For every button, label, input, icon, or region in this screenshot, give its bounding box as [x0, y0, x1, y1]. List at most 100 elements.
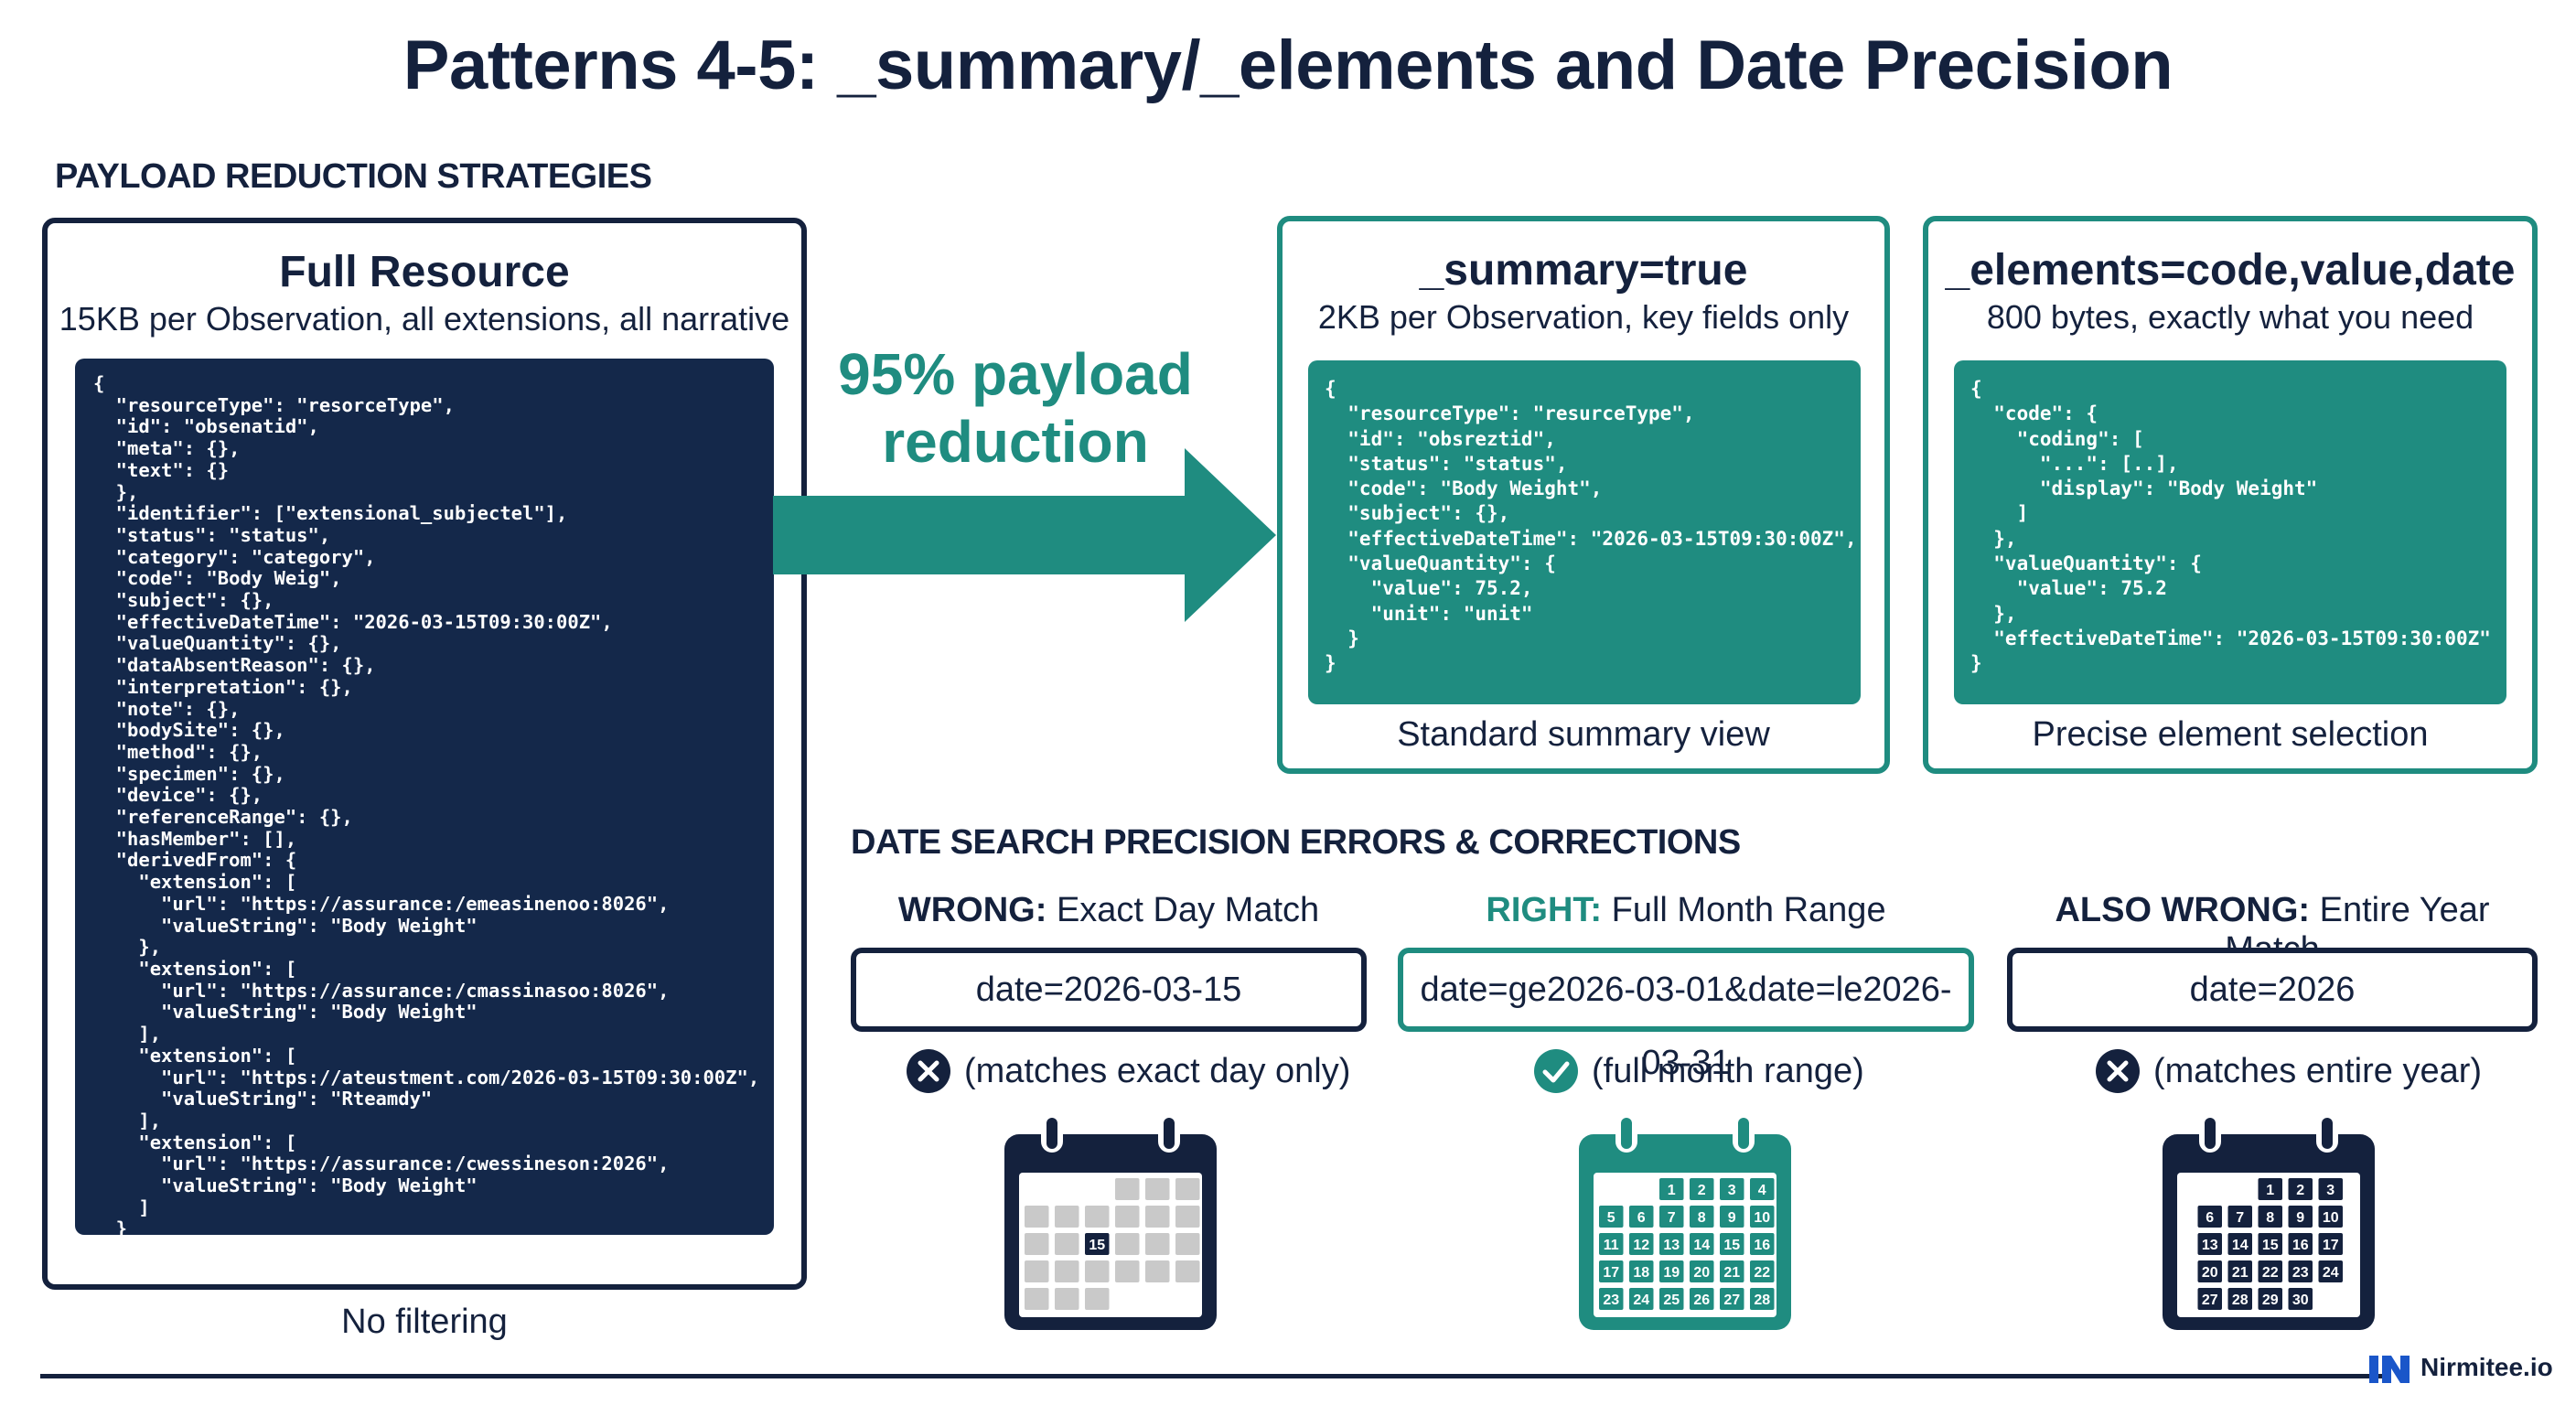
- right-month-prefix: RIGHT:: [1486, 891, 1603, 929]
- calendar-year-day: [2288, 1206, 2313, 1228]
- calendar-grey-cell: [1025, 1233, 1049, 1255]
- calendar-month-day-label: 17: [1603, 1265, 1619, 1281]
- calendar-grey-cell: [1115, 1178, 1140, 1200]
- calendar-grey-cell: [1145, 1206, 1170, 1228]
- calendar-year-day-label: 3: [2326, 1183, 2334, 1198]
- calendar-month-day-label: 5: [1607, 1210, 1615, 1226]
- calendar-month-day-label: 6: [1637, 1210, 1646, 1226]
- calendar-month-day-label: 23: [1603, 1292, 1619, 1308]
- calendar-year-day: [2258, 1233, 2282, 1255]
- calendar-grey-cell: [1055, 1206, 1079, 1228]
- full-resource-caption: No filtering: [341, 1303, 508, 1341]
- calendar-month-day-label: 26: [1693, 1292, 1710, 1308]
- calendar-year-day: [2288, 1260, 2313, 1282]
- calendar-year-day-label: 22: [2262, 1265, 2279, 1281]
- calendar-month-day: [1659, 1206, 1684, 1228]
- calendar-year-day: [2227, 1206, 2252, 1228]
- brand-logo: Nirmitee.io: [2369, 1352, 2553, 1383]
- calendar-month-day: [1629, 1288, 1654, 1310]
- full-resource-title: Full Resource: [279, 248, 570, 296]
- calendar-month-day: [1629, 1260, 1654, 1282]
- calendar-year-day-label: 7: [2236, 1210, 2244, 1226]
- calendar-month-day: [1659, 1288, 1684, 1310]
- reduction-arrow-icon: [773, 448, 1276, 622]
- calendar-month-day: [1659, 1233, 1684, 1255]
- calendar-year-day-label: 20: [2202, 1265, 2218, 1281]
- nirmitee-logo-icon: [2369, 1356, 2410, 1383]
- elements-caption: Precise element selection: [2032, 715, 2429, 754]
- full-resource-subtitle: 15KB per Observation, all extensions, al…: [59, 300, 790, 338]
- cal-year-ring-inner-1: [2322, 1118, 2333, 1149]
- calendar-month-day-label: 3: [1728, 1183, 1736, 1198]
- calendar-year-day-label: 9: [2296, 1210, 2304, 1226]
- query-full-year: date=2026: [2007, 948, 2538, 1032]
- calendar-year-day: [2288, 1233, 2313, 1255]
- calendar-grey-cell: [1175, 1206, 1200, 1228]
- query-full-month: date=ge2026-03-01&date=le2026-03-31: [1398, 948, 1974, 1082]
- calendar-month-day: [1750, 1206, 1775, 1228]
- calendar-year-day: [2227, 1288, 2252, 1310]
- full-resource-panel: Full Resource 15KB per Observation, all …: [42, 218, 807, 1290]
- cal-exact-ring-inner-0: [1046, 1118, 1057, 1149]
- elements-code: { "code": { "coding": [ "...": [..], "di…: [1954, 360, 2506, 704]
- calendar-year-day: [2288, 1178, 2313, 1200]
- calendar-month-day: [1720, 1233, 1744, 1255]
- calendar-month-day: [1720, 1260, 1744, 1282]
- calendar-year-day: [2197, 1288, 2222, 1310]
- calendar-month-day: [1750, 1178, 1775, 1200]
- page-title: Patterns 4-5: _summary/_elements and Dat…: [402, 27, 2174, 104]
- calendar-grey-cell: [1115, 1260, 1140, 1282]
- calendar-grey-cell: [1175, 1233, 1200, 1255]
- calendar-month-day-label: 11: [1604, 1238, 1619, 1253]
- calendar-month-day-label: 25: [1663, 1292, 1680, 1308]
- calendar-month-day-label: 28: [1754, 1292, 1770, 1308]
- calendar-year-day: [2318, 1233, 2343, 1255]
- calendar-month-day-label: 20: [1693, 1265, 1710, 1281]
- calendar-month-day: [1750, 1260, 1775, 1282]
- calendar-month-day-label: 13: [1663, 1238, 1680, 1253]
- full-month-verdict-text: (full month range): [1592, 1051, 1864, 1090]
- calendar-month-day: [1659, 1260, 1684, 1282]
- elements-subtitle: 800 bytes, exactly what you need: [1986, 298, 2474, 336]
- calendar-month-day-label: 24: [1633, 1292, 1649, 1308]
- x-circle-icon: [2096, 1049, 2140, 1093]
- summary-panel: _summary=true 2KB per Observation, key f…: [1277, 216, 1890, 774]
- calendar-month-day-label: 7: [1668, 1210, 1676, 1226]
- calendar-year-day-label: 8: [2266, 1210, 2274, 1226]
- calendar-year-day: [2288, 1288, 2313, 1310]
- calendar-year-day-label: 6: [2206, 1210, 2214, 1226]
- exact-day-verdict-text: (matches exact day only): [964, 1051, 1351, 1090]
- calendar-year-day: [2318, 1260, 2343, 1282]
- calendar-year-day: [2258, 1288, 2282, 1310]
- calendar-month-day-label: 9: [1728, 1210, 1736, 1226]
- calendar-year-day: [2258, 1178, 2282, 1200]
- calendar-year-day-label: 2: [2296, 1183, 2304, 1198]
- calendar-grey-cell: [1175, 1178, 1200, 1200]
- elements-panel: _elements=code,value,date 800 bytes, exa…: [1923, 216, 2538, 774]
- calendar-month-day-label: 4: [1758, 1183, 1766, 1198]
- cal-exact-ring-inner-1: [1164, 1118, 1175, 1149]
- calendar-year-day-label: 17: [2323, 1238, 2339, 1253]
- calendar-month-day-label: 2: [1698, 1183, 1706, 1198]
- calendar-year-day-label: 10: [2323, 1210, 2339, 1226]
- cal-month-ring-inner-0: [1621, 1118, 1632, 1149]
- calendar-month-day-label: 10: [1754, 1210, 1770, 1226]
- calendar-month-day: [1720, 1178, 1744, 1200]
- calendar-year-day: [2258, 1260, 2282, 1282]
- calendar-year-day: [2258, 1206, 2282, 1228]
- calendar-year-day-label: 16: [2292, 1238, 2309, 1253]
- calendar-highlight-day: [1085, 1233, 1110, 1255]
- check-circle-icon: [1534, 1049, 1578, 1093]
- calendar-month-day-label: 1: [1668, 1183, 1676, 1198]
- calendar-highlight-day-label: 15: [1089, 1238, 1105, 1253]
- calendar-month-day: [1750, 1233, 1775, 1255]
- calendar-year-day: [2227, 1260, 2252, 1282]
- calendar-year-day-label: 23: [2292, 1265, 2309, 1281]
- reduction-label: 95% payload reduction: [838, 341, 1193, 475]
- full-resource-code: { "resourceType": "resorceType", "id": "…: [75, 359, 774, 1235]
- calendar-grey-cell: [1025, 1206, 1049, 1228]
- calendar-month-day: [1599, 1233, 1624, 1255]
- calendar-grey-cell: [1085, 1206, 1110, 1228]
